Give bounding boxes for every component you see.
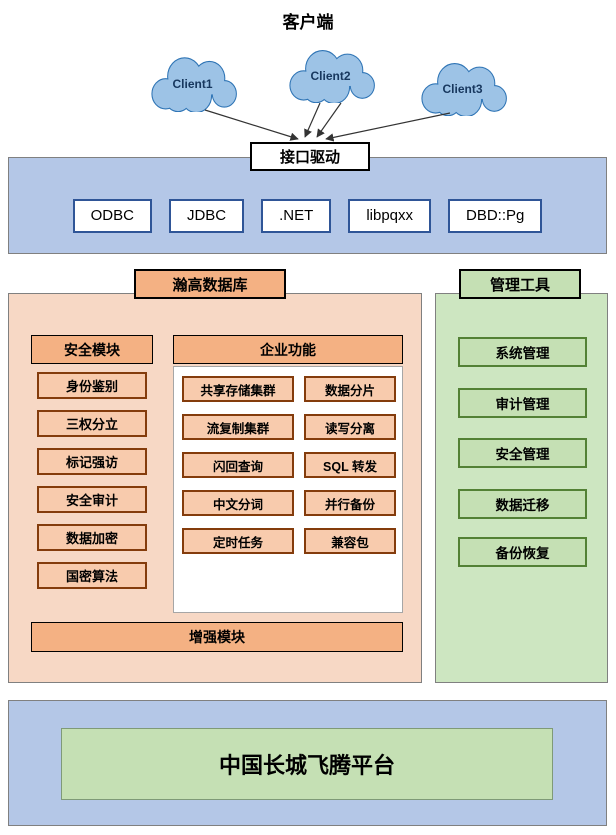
management-item: 系统管理 [458,337,587,367]
client1-cloud: Client1 [145,52,240,112]
management-item: 安全管理 [458,438,587,468]
driver-libpqxx: libpqxx [348,199,432,233]
driver-jdbc: JDBC [168,199,245,233]
enterprise-item: 中文分词 [182,490,294,516]
management-item: 备份恢复 [458,537,587,567]
driver-dbdpg: DBD::Pg [448,199,543,233]
enterprise-item: 定时任务 [182,528,294,554]
enhanced-module-bar: 增强模块 [31,622,403,652]
security-item: 三权分立 [37,410,147,437]
enterprise-features-panel: 共享存储集群 流复制集群 闪回查询 中文分词 定时任务 数据分片 读写分离 SQ… [173,366,403,613]
management-item: 审计管理 [458,388,587,418]
security-item: 安全审计 [37,486,147,513]
enterprise-item: 共享存储集群 [182,376,294,402]
driver-odbc: ODBC [72,199,152,233]
enterprise-item: 闪回查询 [182,452,294,478]
security-module-header: 安全模块 [31,335,153,364]
security-item: 数据加密 [37,524,147,551]
enterprise-item: 兼容包 [304,528,396,554]
security-item: 身份鉴别 [37,372,147,399]
clients-title: 客户端 [282,13,334,32]
enterprise-item: 数据分片 [304,376,396,402]
enterprise-item: 并行备份 [304,490,396,516]
security-item: 标记强访 [37,448,147,475]
management-tools-title: 管理工具 [459,269,581,299]
client3-label: Client3 [442,82,483,96]
platform-section: 中国长城飞腾平台 [8,700,607,826]
highgo-database-section: 安全模块 身份鉴别 三权分立 标记强访 安全审计 数据加密 国密算法 企业功能 … [8,293,422,683]
client3-cloud: Client3 [415,58,510,116]
management-item: 数据迁移 [458,489,587,519]
enterprise-item: 读写分离 [304,414,396,440]
security-item: 国密算法 [37,562,147,589]
interface-drivers-title: 接口驱动 [250,142,370,171]
enterprise-features-header: 企业功能 [173,335,403,364]
client2-label: Client2 [310,69,351,83]
client2-cloud: Client2 [283,45,378,103]
management-tools-section: 系统管理 审计管理 安全管理 数据迁移 备份恢复 [435,293,608,683]
platform-title: 中国长城飞腾平台 [61,728,553,800]
enterprise-item: SQL 转发 [304,452,396,478]
interface-drivers-section: ODBC JDBC .NET libpqxx DBD::Pg [8,157,607,254]
client1-label: Client1 [172,77,213,91]
highgo-database-title: 瀚高数据库 [134,269,286,299]
driver-dotnet: .NET [261,199,332,233]
enterprise-item: 流复制集群 [182,414,294,440]
driver-list: ODBC JDBC .NET libpqxx DBD::Pg [9,199,606,233]
